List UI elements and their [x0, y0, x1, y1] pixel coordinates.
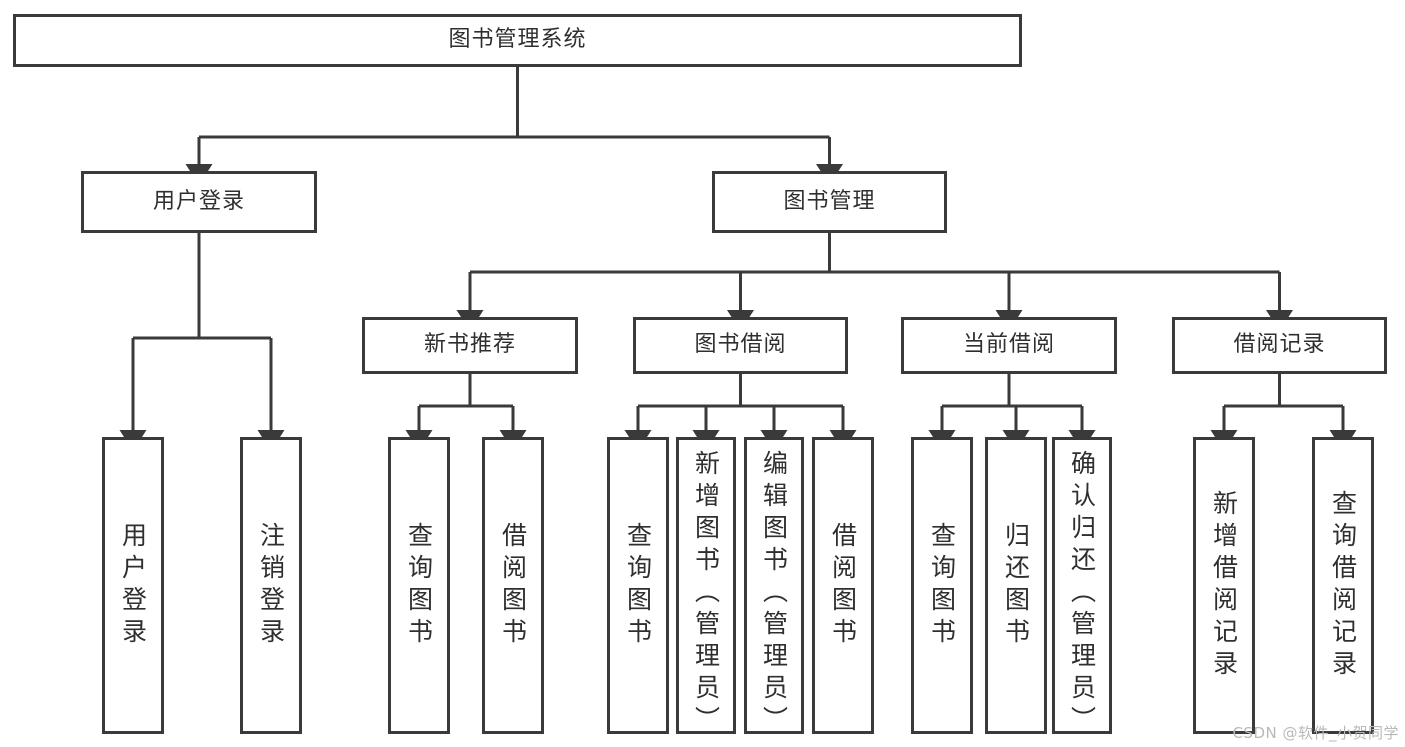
- leaf-query-book-borrow[interactable]: 查询图书: [607, 437, 669, 734]
- leaf-return-book[interactable]: 归还图书: [985, 437, 1047, 734]
- leaf-query-book-recommend[interactable]: 查询图书: [388, 437, 450, 734]
- leaf-add-borrow-record[interactable]: 新增借阅记录: [1193, 437, 1255, 734]
- leaf-confirm-return-admin[interactable]: 确认归还（管理员）: [1052, 437, 1112, 738]
- node-book-management[interactable]: 图书管理: [712, 171, 947, 233]
- node-label: 图书管理: [783, 188, 876, 214]
- leaf-logout[interactable]: 注销登录: [240, 437, 302, 734]
- node-label: 注销登录: [256, 521, 286, 650]
- node-label: 借阅图书: [498, 521, 528, 650]
- node-label: 借阅记录: [1233, 332, 1326, 358]
- node-label: 查询图书: [623, 521, 653, 650]
- leaf-borrow-book[interactable]: 借阅图书: [812, 437, 874, 734]
- node-label: 当前借阅: [962, 332, 1055, 358]
- node-root[interactable]: 图书管理系统: [13, 14, 1022, 67]
- node-label: 用户登录: [118, 521, 148, 650]
- node-new-book-recommend[interactable]: 新书推荐: [362, 317, 578, 374]
- node-borrow-record[interactable]: 借阅记录: [1172, 317, 1387, 374]
- leaf-borrow-book-recommend[interactable]: 借阅图书: [482, 437, 544, 734]
- node-label: 查询图书: [404, 521, 434, 650]
- leaf-query-book-current[interactable]: 查询图书: [911, 437, 973, 734]
- node-label: 用户登录: [152, 188, 245, 214]
- node-label: 查询图书: [927, 521, 957, 650]
- node-label: 新增图书（管理员）: [691, 450, 721, 738]
- node-label: 图书借阅: [694, 332, 787, 358]
- leaf-query-borrow-record[interactable]: 查询借阅记录: [1312, 437, 1374, 734]
- node-label: 查询借阅记录: [1328, 489, 1358, 682]
- node-label: 图书管理系统: [448, 27, 587, 53]
- node-label: 归还图书: [1001, 521, 1031, 650]
- node-current-borrow[interactable]: 当前借阅: [901, 317, 1117, 374]
- leaf-user-login[interactable]: 用户登录: [102, 437, 164, 734]
- node-label: 新书推荐: [423, 332, 516, 358]
- node-label: 新增借阅记录: [1209, 489, 1239, 682]
- node-label: 编辑图书（管理员）: [759, 450, 789, 738]
- node-user-login[interactable]: 用户登录: [81, 171, 317, 233]
- node-label: 借阅图书: [828, 521, 858, 650]
- watermark: CSDN @软件_小贺同学: [1232, 724, 1399, 742]
- node-label: 确认归还（管理员）: [1067, 450, 1097, 738]
- leaf-add-book-admin[interactable]: 新增图书（管理员）: [676, 437, 736, 738]
- leaf-edit-book-admin[interactable]: 编辑图书（管理员）: [744, 437, 804, 738]
- node-book-borrow[interactable]: 图书借阅: [633, 317, 848, 374]
